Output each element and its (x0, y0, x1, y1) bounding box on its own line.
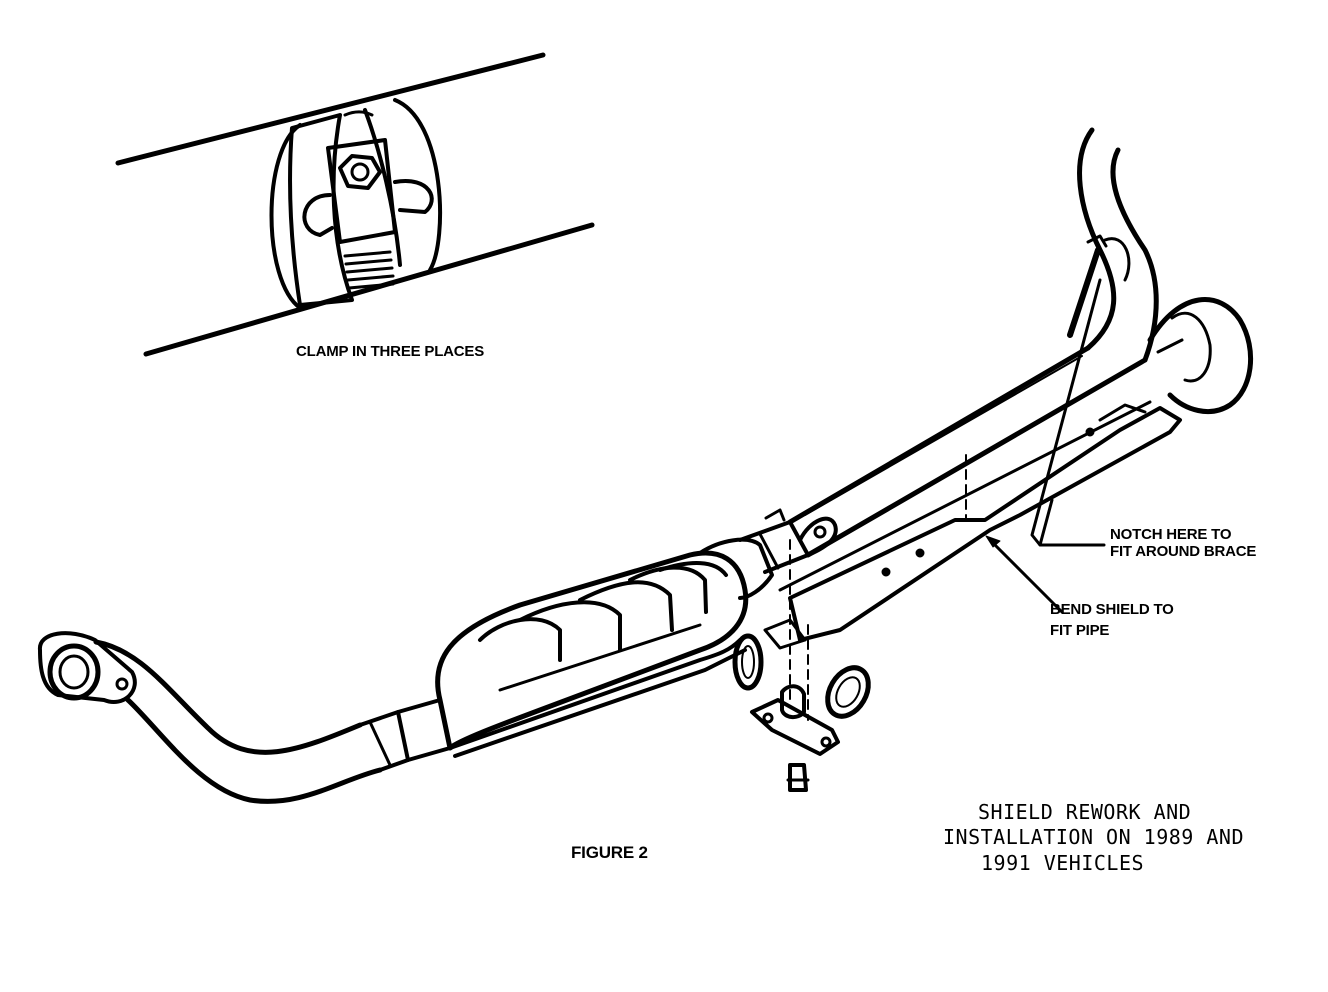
clamp-detail-inset (115, 52, 595, 357)
clamp-ear-left (302, 193, 334, 237)
leader-lines (985, 278, 1106, 614)
muffler-end (1147, 297, 1254, 415)
title-line-2: INSTALLATION ON 1989 AND (943, 825, 1244, 849)
bend-callout-line-2: FIT PIPE (1050, 622, 1110, 639)
notch-leader (1030, 278, 1106, 547)
catalytic-converter (435, 537, 774, 758)
heat-shield (763, 400, 1182, 650)
bend-callout-line-1: BEND SHIELD TO (1050, 601, 1174, 618)
insulator-right (825, 665, 871, 719)
front-pipe-upper (93, 639, 363, 755)
notch-callout-line-2: FIT AROUND BRACE (1110, 543, 1257, 560)
figure-label: FIGURE 2 (571, 843, 648, 862)
rear-pipe-upper (787, 345, 1091, 525)
clamp-body (326, 138, 397, 244)
pipe-hanger-bracket (798, 516, 838, 557)
brace-rod (1067, 247, 1101, 338)
exhaust-assembly (38, 127, 1254, 804)
hex-nut (338, 154, 382, 190)
alignment-dashes (789, 454, 967, 721)
title-line-3: 1991 VEHICLES (981, 851, 1145, 875)
insulator-left (732, 633, 764, 691)
clamp-band (288, 113, 354, 307)
converter-inlet-collar (358, 698, 452, 772)
sleeve-left-end (269, 123, 302, 310)
hanger-hardware (732, 633, 871, 792)
notch-callout-line-1: NOTCH HERE TO (1110, 526, 1232, 543)
clamp-ear-right (393, 179, 434, 214)
inlet-flange (38, 631, 137, 704)
hanger-bolt (788, 763, 808, 792)
band-serrations (343, 250, 395, 290)
hanger-plate (750, 698, 840, 756)
inset-pipe-top-edge (115, 52, 546, 166)
rear-pipe-lower (805, 357, 1148, 558)
inset-pipe-bottom-edge (143, 222, 595, 357)
inset-caption: CLAMP IN THREE PLACES (296, 343, 485, 360)
sleeve-right-end (393, 98, 443, 272)
bend-leader (988, 538, 1064, 614)
front-pipe-lower (125, 697, 383, 804)
title-line-1: SHIELD REWORK AND (978, 800, 1192, 824)
